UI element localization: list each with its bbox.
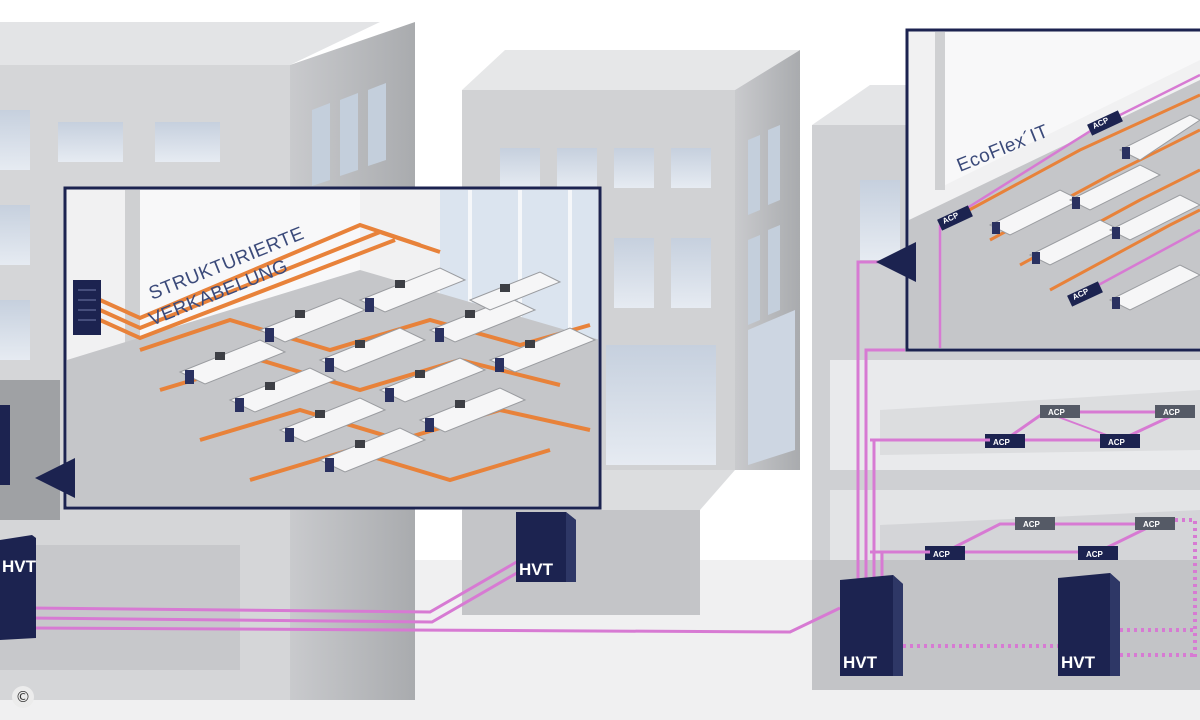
inset-left-pointer	[35, 458, 75, 498]
hvt-right-secondary-label: HVT	[1061, 653, 1096, 672]
acp-label: ACP	[1086, 550, 1104, 559]
acp-floor-lower-4: ACP	[1078, 546, 1118, 560]
inset-right-pointer	[876, 242, 916, 282]
acp-label: ACP	[993, 438, 1011, 447]
dotted-links	[903, 628, 1195, 657]
acp-label: ACP	[1023, 520, 1041, 529]
acp-floor-upper-1: ACP	[1040, 405, 1080, 418]
acp-floor-upper-4: ACP	[1100, 434, 1140, 448]
inset-structured-cabling: STRUKTURIERTE VERKABELUNG	[35, 186, 602, 510]
hvt-center: HVT	[516, 512, 576, 582]
hvt-left-label: HVT	[2, 557, 37, 576]
acp-label: ACP	[933, 550, 951, 559]
acp-label: ACP	[1143, 520, 1161, 529]
acp-label: ACP	[1108, 438, 1126, 447]
acp-label: ACP	[1163, 408, 1181, 417]
hvt-right-main: HVT	[840, 575, 903, 676]
backbone-cables	[29, 558, 841, 634]
acp-floor-lower-1: ACP	[1015, 517, 1055, 530]
acp-floor-lower-3: ACP	[925, 546, 965, 560]
hvt-right-secondary: HVT	[1058, 573, 1120, 676]
acp-floor-lower-2: ACP	[1135, 517, 1175, 530]
left-rack	[0, 405, 10, 485]
copyright-icon: ©	[12, 686, 34, 708]
acp-label: ACP	[1048, 408, 1066, 417]
hvt-right-main-label: HVT	[843, 653, 878, 672]
acp-floor-upper-3: ACP	[985, 434, 1025, 448]
hvt-center-label: HVT	[519, 560, 554, 579]
riser-cables	[856, 260, 990, 580]
inset-ecoflex: ACP ACP ACP EcoFlex´IT	[876, 28, 1200, 352]
hvt-left: HVT	[0, 535, 37, 640]
acp-floor-upper-2: ACP	[1155, 405, 1195, 418]
